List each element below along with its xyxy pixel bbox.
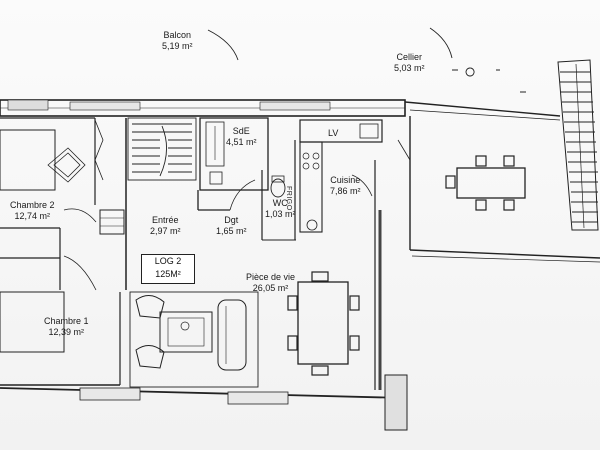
- room-area: 1,65 m²: [216, 226, 247, 236]
- room-cuisine: Cuisine 7,86 m²: [330, 175, 361, 197]
- terrace-table-set: [445, 155, 526, 211]
- room-dgt: Dgt 1,65 m²: [216, 215, 247, 237]
- dgt-door-arc: [229, 179, 256, 211]
- room-name: Cellier: [396, 52, 423, 62]
- terrace-railing: [404, 101, 600, 263]
- cellier-arc: [429, 27, 453, 59]
- room-name: Chambre 1: [44, 316, 89, 326]
- kitchen-counter: [299, 119, 383, 233]
- partitions: [0, 118, 296, 291]
- top-exterior-wall: [0, 99, 406, 117]
- unit-badge-line1: LOG 2: [154, 256, 182, 266]
- room-area: 2,97 m²: [150, 226, 181, 236]
- room-area: 7,86 m²: [330, 186, 361, 196]
- unit-badge: LOG 2 125M²: [141, 254, 195, 284]
- room-area: 5,03 m²: [394, 63, 425, 73]
- room-entree: Entrée 2,97 m²: [150, 215, 181, 237]
- room-area: 26,05 m²: [252, 283, 289, 293]
- room-name: Dgt: [224, 215, 239, 225]
- room-area: 12,39 m²: [48, 327, 85, 337]
- cellier-marks: [452, 67, 526, 93]
- dining-table-set: [287, 271, 360, 376]
- chambre1-walls: [0, 291, 121, 386]
- room-name: Entrée: [151, 215, 179, 225]
- cuisine-divider: [351, 139, 411, 390]
- bottom-exterior-wall: [0, 374, 408, 431]
- exterior-stair: [557, 59, 599, 231]
- room-name: Balcon: [163, 30, 192, 40]
- room-area: 1,03 m²: [265, 209, 296, 219]
- wc-room: [261, 140, 296, 240]
- room-name: Cuisine: [330, 175, 361, 185]
- unit-badge-line2: 125M²: [155, 269, 181, 279]
- rug-chambre2: [47, 147, 86, 183]
- room-cellier: Cellier 5,03 m²: [394, 52, 425, 74]
- room-area: 4,51 m²: [226, 137, 257, 147]
- room-chambre2: Chambre 2 12,74 m²: [10, 200, 55, 222]
- room-area: 12,74 m²: [14, 211, 51, 221]
- fixture-lv-label: LV: [328, 128, 339, 138]
- room-name: Chambre 2: [10, 200, 55, 210]
- sde-room: [199, 117, 269, 191]
- room-chambre1: Chambre 1 12,39 m²: [44, 316, 89, 338]
- room-name: SdE: [232, 126, 250, 136]
- room-sde: SdE 4,51 m²: [226, 126, 257, 148]
- balcony-door-arc: [207, 29, 239, 61]
- interior-stair: [127, 117, 197, 181]
- room-piece-de-vie: Pièce de vie 26,05 m²: [246, 272, 295, 294]
- room-name: Pièce de vie: [246, 272, 296, 282]
- chambre2-walls: [0, 117, 104, 229]
- room-balcon: Balcon 5,19 m²: [162, 30, 193, 52]
- room-wc: WC 1,03 m²: [265, 198, 296, 220]
- room-name: WC: [272, 198, 288, 208]
- room-area: 5,19 m²: [162, 41, 193, 51]
- living-sofa-set: [129, 291, 259, 388]
- fixture-frigo-label: FRIGO: [285, 186, 292, 211]
